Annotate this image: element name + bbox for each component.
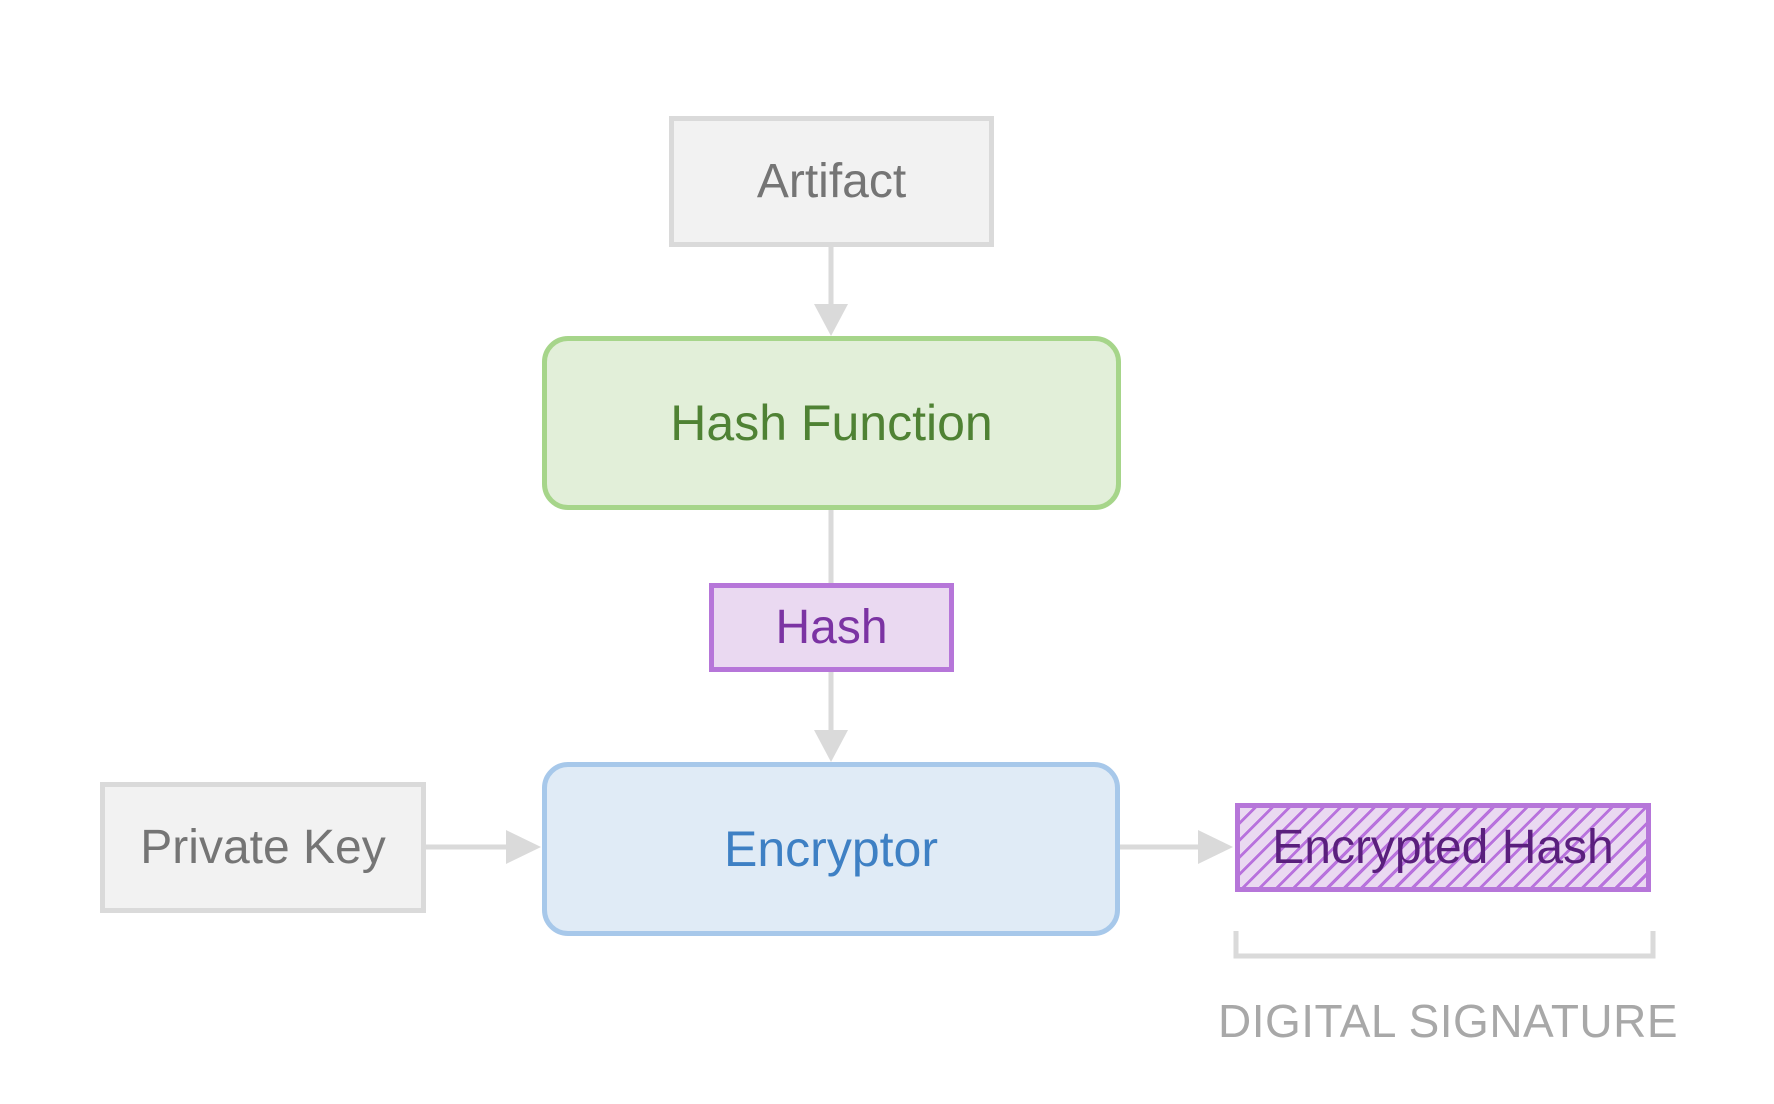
encryptor-node: Encryptor: [542, 762, 1120, 936]
private-key-label: Private Key: [140, 821, 386, 874]
hash-to-encryptor-arrowhead: [814, 730, 848, 762]
artifact-to-hash-function-arrowhead: [814, 304, 848, 336]
digital-signature-caption: DIGITAL SIGNATURE: [1218, 995, 1679, 1047]
encryptor-to-encrypted-hash-arrowhead: [1198, 830, 1233, 864]
artifact-label: Artifact: [756, 155, 907, 208]
encrypted-hash-label: Encrypted Hash: [1272, 821, 1614, 874]
hash-function-label: Hash Function: [670, 395, 993, 451]
digital-signature-bracket: [1233, 931, 1656, 959]
hash-label: Hash: [775, 601, 888, 654]
hash-function-node: Hash Function: [542, 336, 1121, 510]
hash-node: Hash: [709, 583, 954, 672]
artifact-node: Artifact: [669, 116, 994, 247]
private-key-to-encryptor-arrowhead: [506, 830, 541, 864]
encryptor-label: Encryptor: [724, 821, 938, 877]
private-key-node: Private Key: [100, 782, 426, 913]
encrypted-hash-node: Encrypted Hash: [1235, 803, 1651, 892]
